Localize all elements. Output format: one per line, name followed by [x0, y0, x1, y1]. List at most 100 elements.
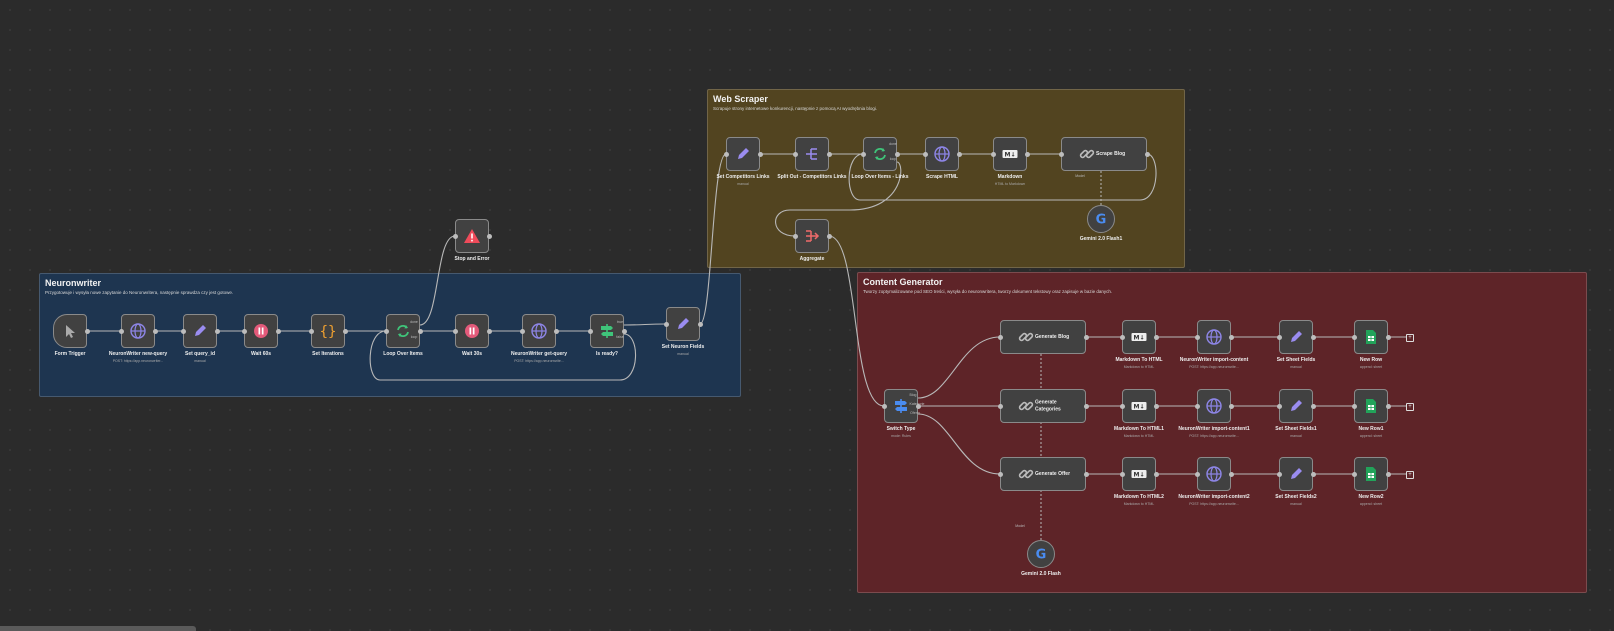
input-port[interactable] [1119, 471, 1125, 477]
scrape-html-node[interactable] [925, 137, 959, 171]
add-node-button[interactable]: + [1406, 334, 1414, 342]
gemini-flash-1-node[interactable]: G [1087, 205, 1115, 233]
output-port[interactable] [1310, 471, 1316, 477]
input-port[interactable] [1194, 334, 1200, 340]
output-port[interactable] [1083, 334, 1089, 340]
input-port[interactable] [997, 334, 1003, 340]
output-port[interactable] [84, 328, 90, 334]
markdown-to-html2-node[interactable]: M↓ [1122, 457, 1156, 491]
output-port[interactable] [1228, 334, 1234, 340]
output-port[interactable] [826, 233, 832, 239]
output-port[interactable] [152, 328, 158, 334]
wait-30s-node[interactable] [455, 314, 489, 348]
input-port[interactable] [792, 151, 798, 157]
input-port[interactable] [792, 233, 798, 239]
markdown-node[interactable]: M↓ [993, 137, 1027, 171]
output-port[interactable] [1228, 471, 1234, 477]
input-port[interactable] [663, 321, 669, 327]
scrape-blog-node[interactable]: Scrape Blog [1061, 137, 1147, 171]
input-port[interactable] [1351, 471, 1357, 477]
output-port[interactable] [553, 328, 559, 334]
set-query-id-node[interactable] [183, 314, 217, 348]
input-port[interactable] [1119, 334, 1125, 340]
input-port[interactable] [519, 328, 525, 334]
input-port[interactable] [1351, 403, 1357, 409]
set-sheet-fields-node[interactable] [1279, 320, 1313, 354]
input-port[interactable] [452, 328, 458, 334]
input-port[interactable] [723, 151, 729, 157]
output-port[interactable] [214, 328, 220, 334]
input-port[interactable] [180, 328, 186, 334]
output-port[interactable] [915, 403, 921, 409]
input-port[interactable] [1119, 403, 1125, 409]
gemini-flash-node[interactable]: G [1027, 540, 1055, 568]
split-out-competitors-links-node[interactable] [795, 137, 829, 171]
input-port[interactable] [1276, 334, 1282, 340]
input-port[interactable] [308, 328, 314, 334]
input-port[interactable] [383, 328, 389, 334]
form-trigger-node[interactable] [53, 314, 87, 348]
input-port[interactable] [587, 328, 593, 334]
output-port[interactable] [486, 233, 492, 239]
output-port[interactable] [1083, 403, 1089, 409]
set-sheet-fields2-node[interactable] [1279, 457, 1313, 491]
set-iterations-node[interactable]: {} [311, 314, 345, 348]
output-port[interactable] [1228, 403, 1234, 409]
output-port[interactable] [621, 328, 627, 334]
output-port[interactable] [1024, 151, 1030, 157]
new-row2-node[interactable] [1354, 457, 1388, 491]
output-port[interactable] [1310, 334, 1316, 340]
output-port[interactable] [486, 328, 492, 334]
input-port[interactable] [1276, 403, 1282, 409]
markdown-to-html1-node[interactable]: M↓ [1122, 389, 1156, 423]
output-port[interactable] [1083, 471, 1089, 477]
input-port[interactable] [922, 151, 928, 157]
neuronwriter-get-query-node[interactable] [522, 314, 556, 348]
output-port[interactable] [1153, 403, 1159, 409]
input-port[interactable] [1058, 151, 1064, 157]
generate-categories-node[interactable]: Generate Categories [1000, 389, 1086, 423]
output-port[interactable] [417, 328, 423, 334]
markdown-to-html-node[interactable]: M↓ [1122, 320, 1156, 354]
input-port[interactable] [1194, 403, 1200, 409]
input-port[interactable] [241, 328, 247, 334]
aggregate-node[interactable] [795, 219, 829, 253]
output-port[interactable] [1385, 403, 1391, 409]
output-port[interactable] [956, 151, 962, 157]
set-sheet-fields1-node[interactable] [1279, 389, 1313, 423]
input-port[interactable] [997, 471, 1003, 477]
output-port[interactable] [275, 328, 281, 334]
input-port[interactable] [118, 328, 124, 334]
horizontal-scrollbar[interactable] [0, 626, 196, 631]
input-port[interactable] [990, 151, 996, 157]
set-neuron-fields-node[interactable] [666, 307, 700, 341]
output-port[interactable] [1310, 403, 1316, 409]
output-port[interactable] [1153, 334, 1159, 340]
input-port[interactable] [997, 403, 1003, 409]
output-port[interactable] [697, 321, 703, 327]
output-port[interactable] [1153, 471, 1159, 477]
new-row-node[interactable] [1354, 320, 1388, 354]
set-competitors-links-node[interactable] [726, 137, 760, 171]
output-port[interactable] [342, 328, 348, 334]
input-port[interactable] [1351, 334, 1357, 340]
input-port[interactable] [452, 233, 458, 239]
output-port[interactable] [1144, 151, 1150, 157]
output-port[interactable] [894, 151, 900, 157]
add-node-button[interactable]: + [1406, 403, 1414, 411]
input-port[interactable] [1194, 471, 1200, 477]
neuronwriter-import-content2-node[interactable] [1197, 457, 1231, 491]
input-port[interactable] [881, 403, 887, 409]
wait-60s-node[interactable] [244, 314, 278, 348]
output-port[interactable] [1385, 334, 1391, 340]
output-port[interactable] [1385, 471, 1391, 477]
stop-and-error-node[interactable] [455, 219, 489, 253]
input-port[interactable] [1276, 471, 1282, 477]
neuronwriter-new-query-node[interactable] [121, 314, 155, 348]
add-node-button[interactable]: + [1406, 471, 1414, 479]
new-row1-node[interactable] [1354, 389, 1388, 423]
generate-offer-node[interactable]: Generate Offer [1000, 457, 1086, 491]
input-port[interactable] [860, 151, 866, 157]
output-port[interactable] [826, 151, 832, 157]
